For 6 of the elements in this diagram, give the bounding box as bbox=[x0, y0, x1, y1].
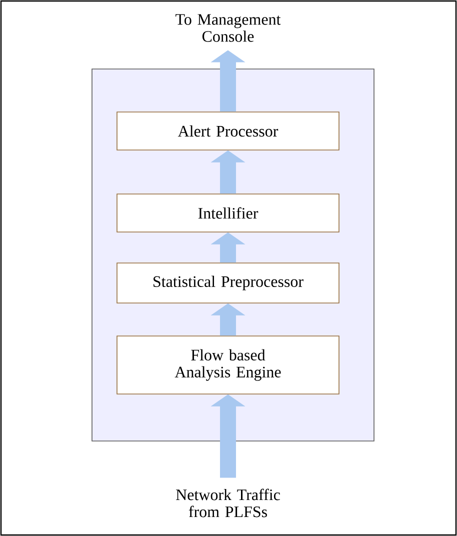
caption-text: Network Traffic from PLFSs bbox=[176, 488, 280, 518]
caption-text: To Management Console bbox=[176, 14, 281, 42]
process-box: Flow based Analysis Engine bbox=[116, 336, 340, 394]
process-box: Alert Processor bbox=[116, 112, 340, 150]
process-box: Statistical Preprocessor bbox=[116, 262, 340, 304]
process-box: Intellifier bbox=[116, 194, 340, 232]
